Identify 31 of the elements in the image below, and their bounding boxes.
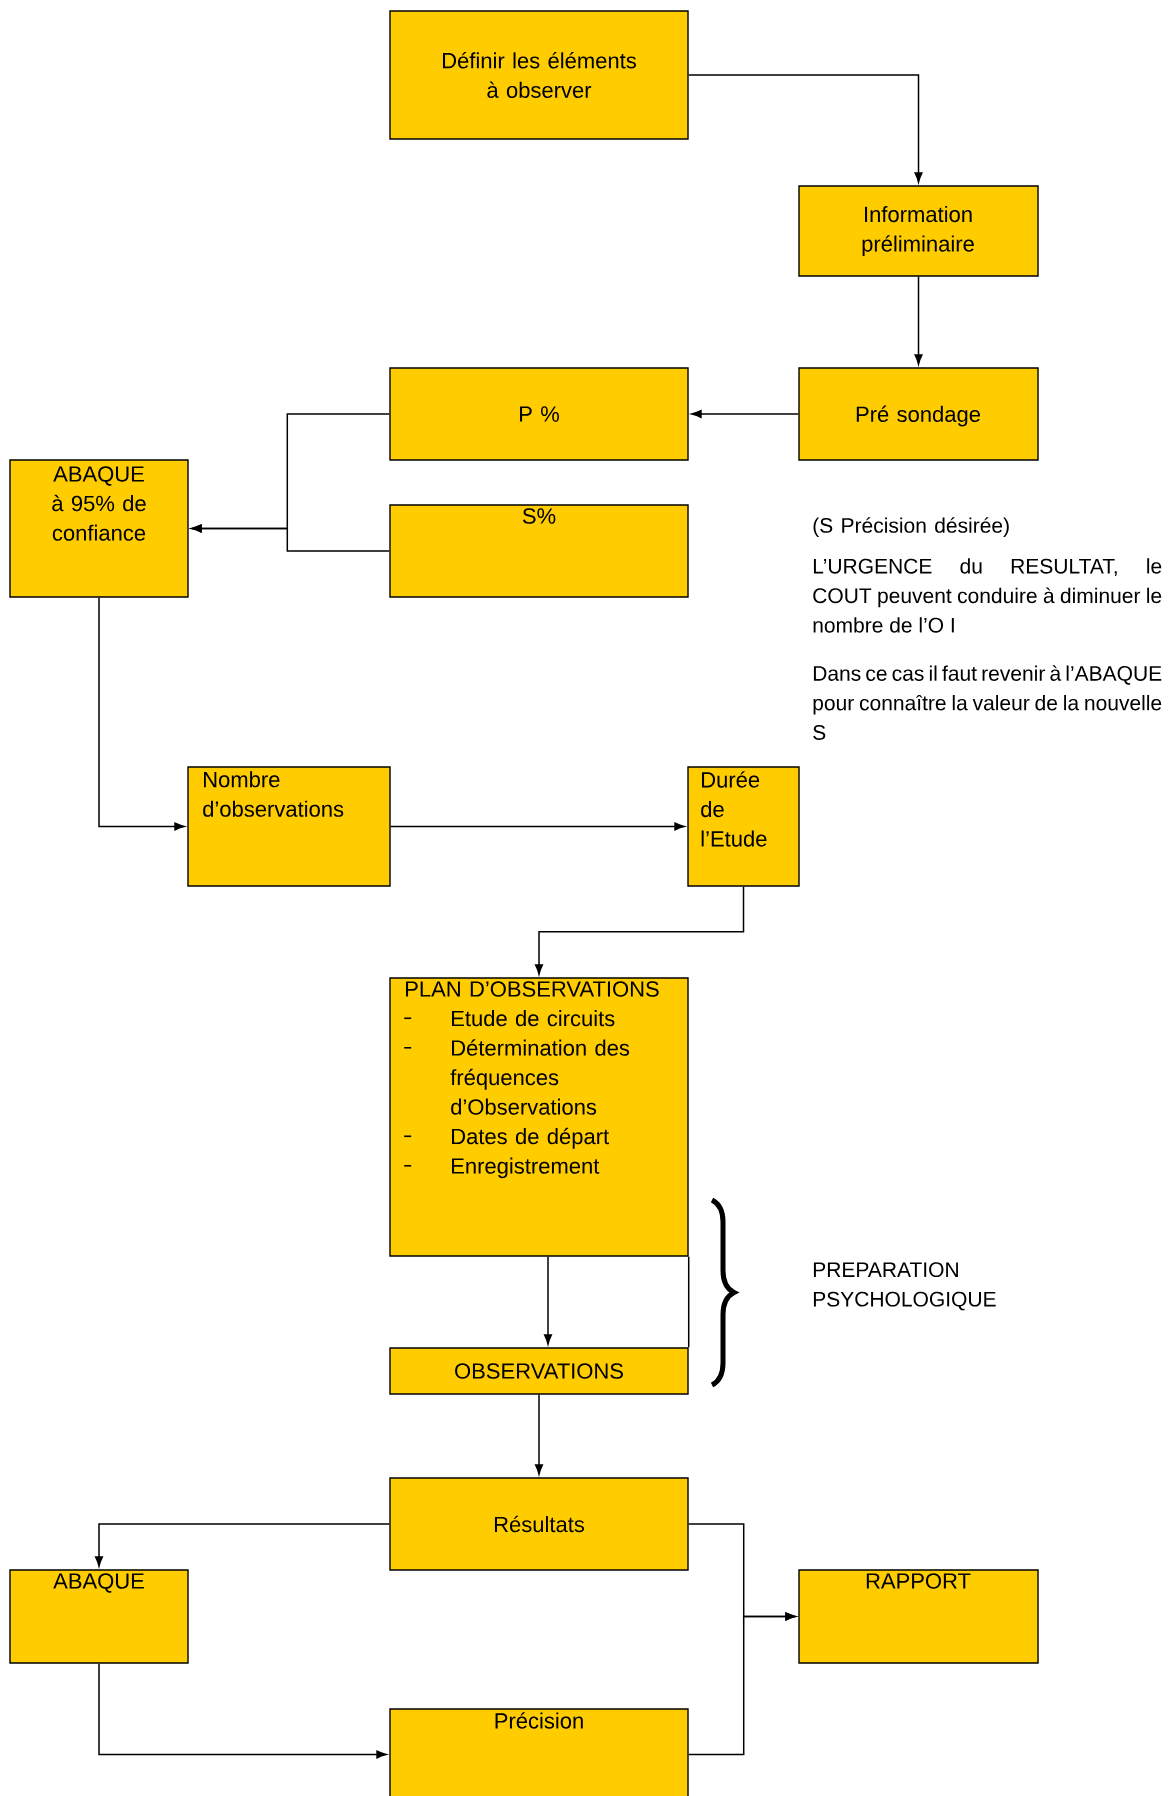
note-text: PREPARATION PSYCHOLOGIQUE — [813, 1262, 996, 1311]
process-box: Information préliminaire — [798, 185, 1039, 277]
arrow — [98, 1662, 387, 1759]
arrow — [191, 524, 391, 552]
arrow — [98, 596, 185, 831]
arrow — [95, 1523, 391, 1567]
arrow — [687, 74, 923, 183]
process-box: ABAQUE à 95% de confiance — [9, 459, 189, 598]
note-text: Dans ce cas il faut revenir à l’ABAQUE pour connaître la valeur de la nouvelle S — [813, 665, 1162, 740]
arrow — [691, 410, 800, 418]
arrow — [389, 822, 685, 831]
process-box: Résultats — [389, 1477, 689, 1571]
arrow — [544, 1255, 552, 1345]
process-box: Durée de l’Etude — [687, 766, 800, 887]
process-box: Définir les éléments à observer — [389, 10, 689, 140]
arrow — [914, 275, 923, 365]
arrow — [535, 1393, 543, 1475]
process-box: Précision — [389, 1708, 689, 1796]
process-box: P % — [389, 367, 689, 461]
process-box: Pré sondage — [798, 367, 1039, 461]
arrow — [687, 1612, 796, 1756]
arrow — [535, 885, 745, 975]
process-box: Nombre d’observations — [187, 766, 391, 887]
note-text: L’URGENCE du RESULTAT, le COUT peuvent conduire à diminuer le nombre de l’O I — [813, 558, 1162, 633]
note-text: (S Précision désirée) — [813, 517, 1009, 537]
process-box: S% — [389, 504, 689, 598]
process-box: OBSERVATIONS — [389, 1347, 689, 1395]
process-box: PLAN D’OBSERVATIONS Etude de circuits Détermination des fréquences d’Observations Dates de départ Enregistrement — [389, 977, 689, 1257]
process-box: ABAQUE — [9, 1569, 189, 1664]
process-box: RAPPORT — [798, 1569, 1039, 1664]
connector-line — [687, 1255, 690, 1349]
